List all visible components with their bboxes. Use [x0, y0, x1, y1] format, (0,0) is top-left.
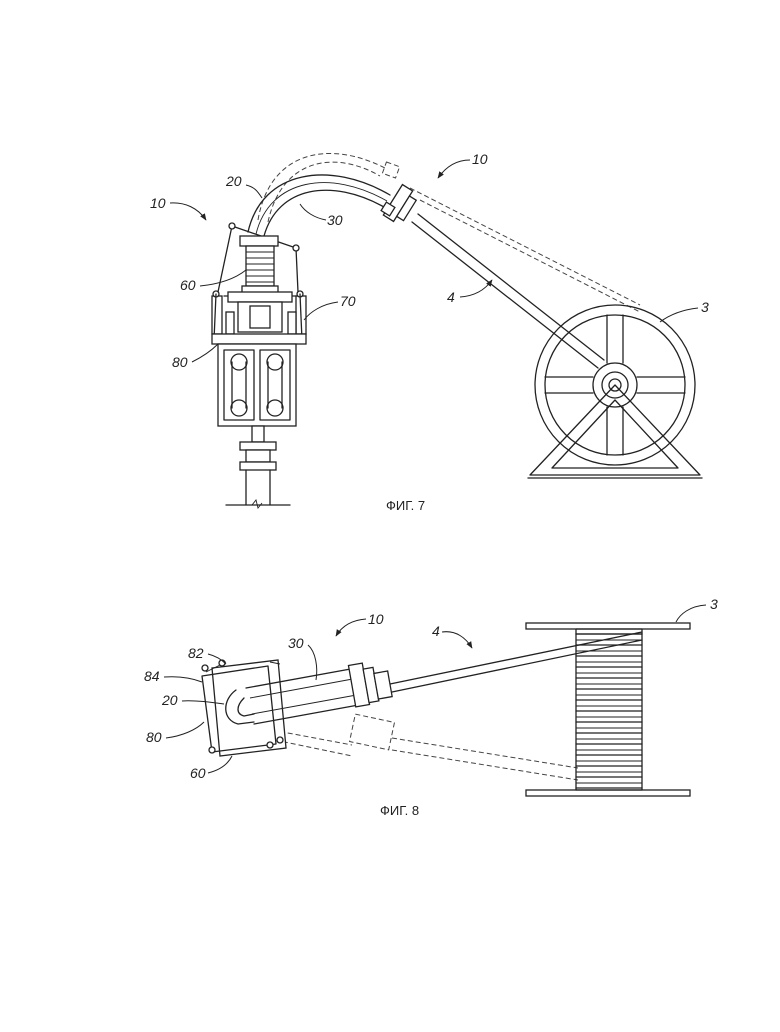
- fig8-label-10: 10: [368, 611, 384, 627]
- fig7-injector-head: [212, 223, 306, 508]
- figure-8: 10 4 3 30 82 84 20 80 60 ФИГ. 8: [144, 596, 718, 818]
- fig7-label-70: 70: [340, 293, 356, 309]
- fig7-label-4: 4: [447, 289, 455, 305]
- figure-7: 10 10 20 30 4 3 60 70 80 ФИГ. 7: [150, 151, 709, 513]
- fig8-label-3: 3: [710, 596, 718, 612]
- fig8-hose-spool: [526, 623, 690, 796]
- fig8-phantom-position: [272, 714, 578, 780]
- fig7-hose-reel: [528, 305, 702, 478]
- fig8-label-82: 82: [188, 645, 204, 661]
- fig7-label-80: 80: [172, 354, 188, 370]
- fig7-label-10-left: 10: [150, 195, 166, 211]
- fig8-label-60: 60: [190, 765, 206, 781]
- fig8-injector-head: [202, 660, 392, 756]
- fig7-label-3: 3: [701, 299, 709, 315]
- fig8-label-84: 84: [144, 668, 160, 684]
- fig8-label-30: 30: [288, 635, 304, 651]
- fig7-label-60: 60: [180, 277, 196, 293]
- fig7-hose: [412, 214, 604, 368]
- fig7-label-30: 30: [327, 212, 343, 228]
- fig8-caption: ФИГ. 8: [380, 803, 419, 818]
- fig7-label-10-top: 10: [472, 151, 488, 167]
- fig8-label-4: 4: [432, 623, 440, 639]
- fig7-caption: ФИГ. 7: [386, 498, 425, 513]
- fig8-label-20: 20: [161, 692, 178, 708]
- fig7-label-20: 20: [225, 173, 242, 189]
- fig8-label-80: 80: [146, 729, 162, 745]
